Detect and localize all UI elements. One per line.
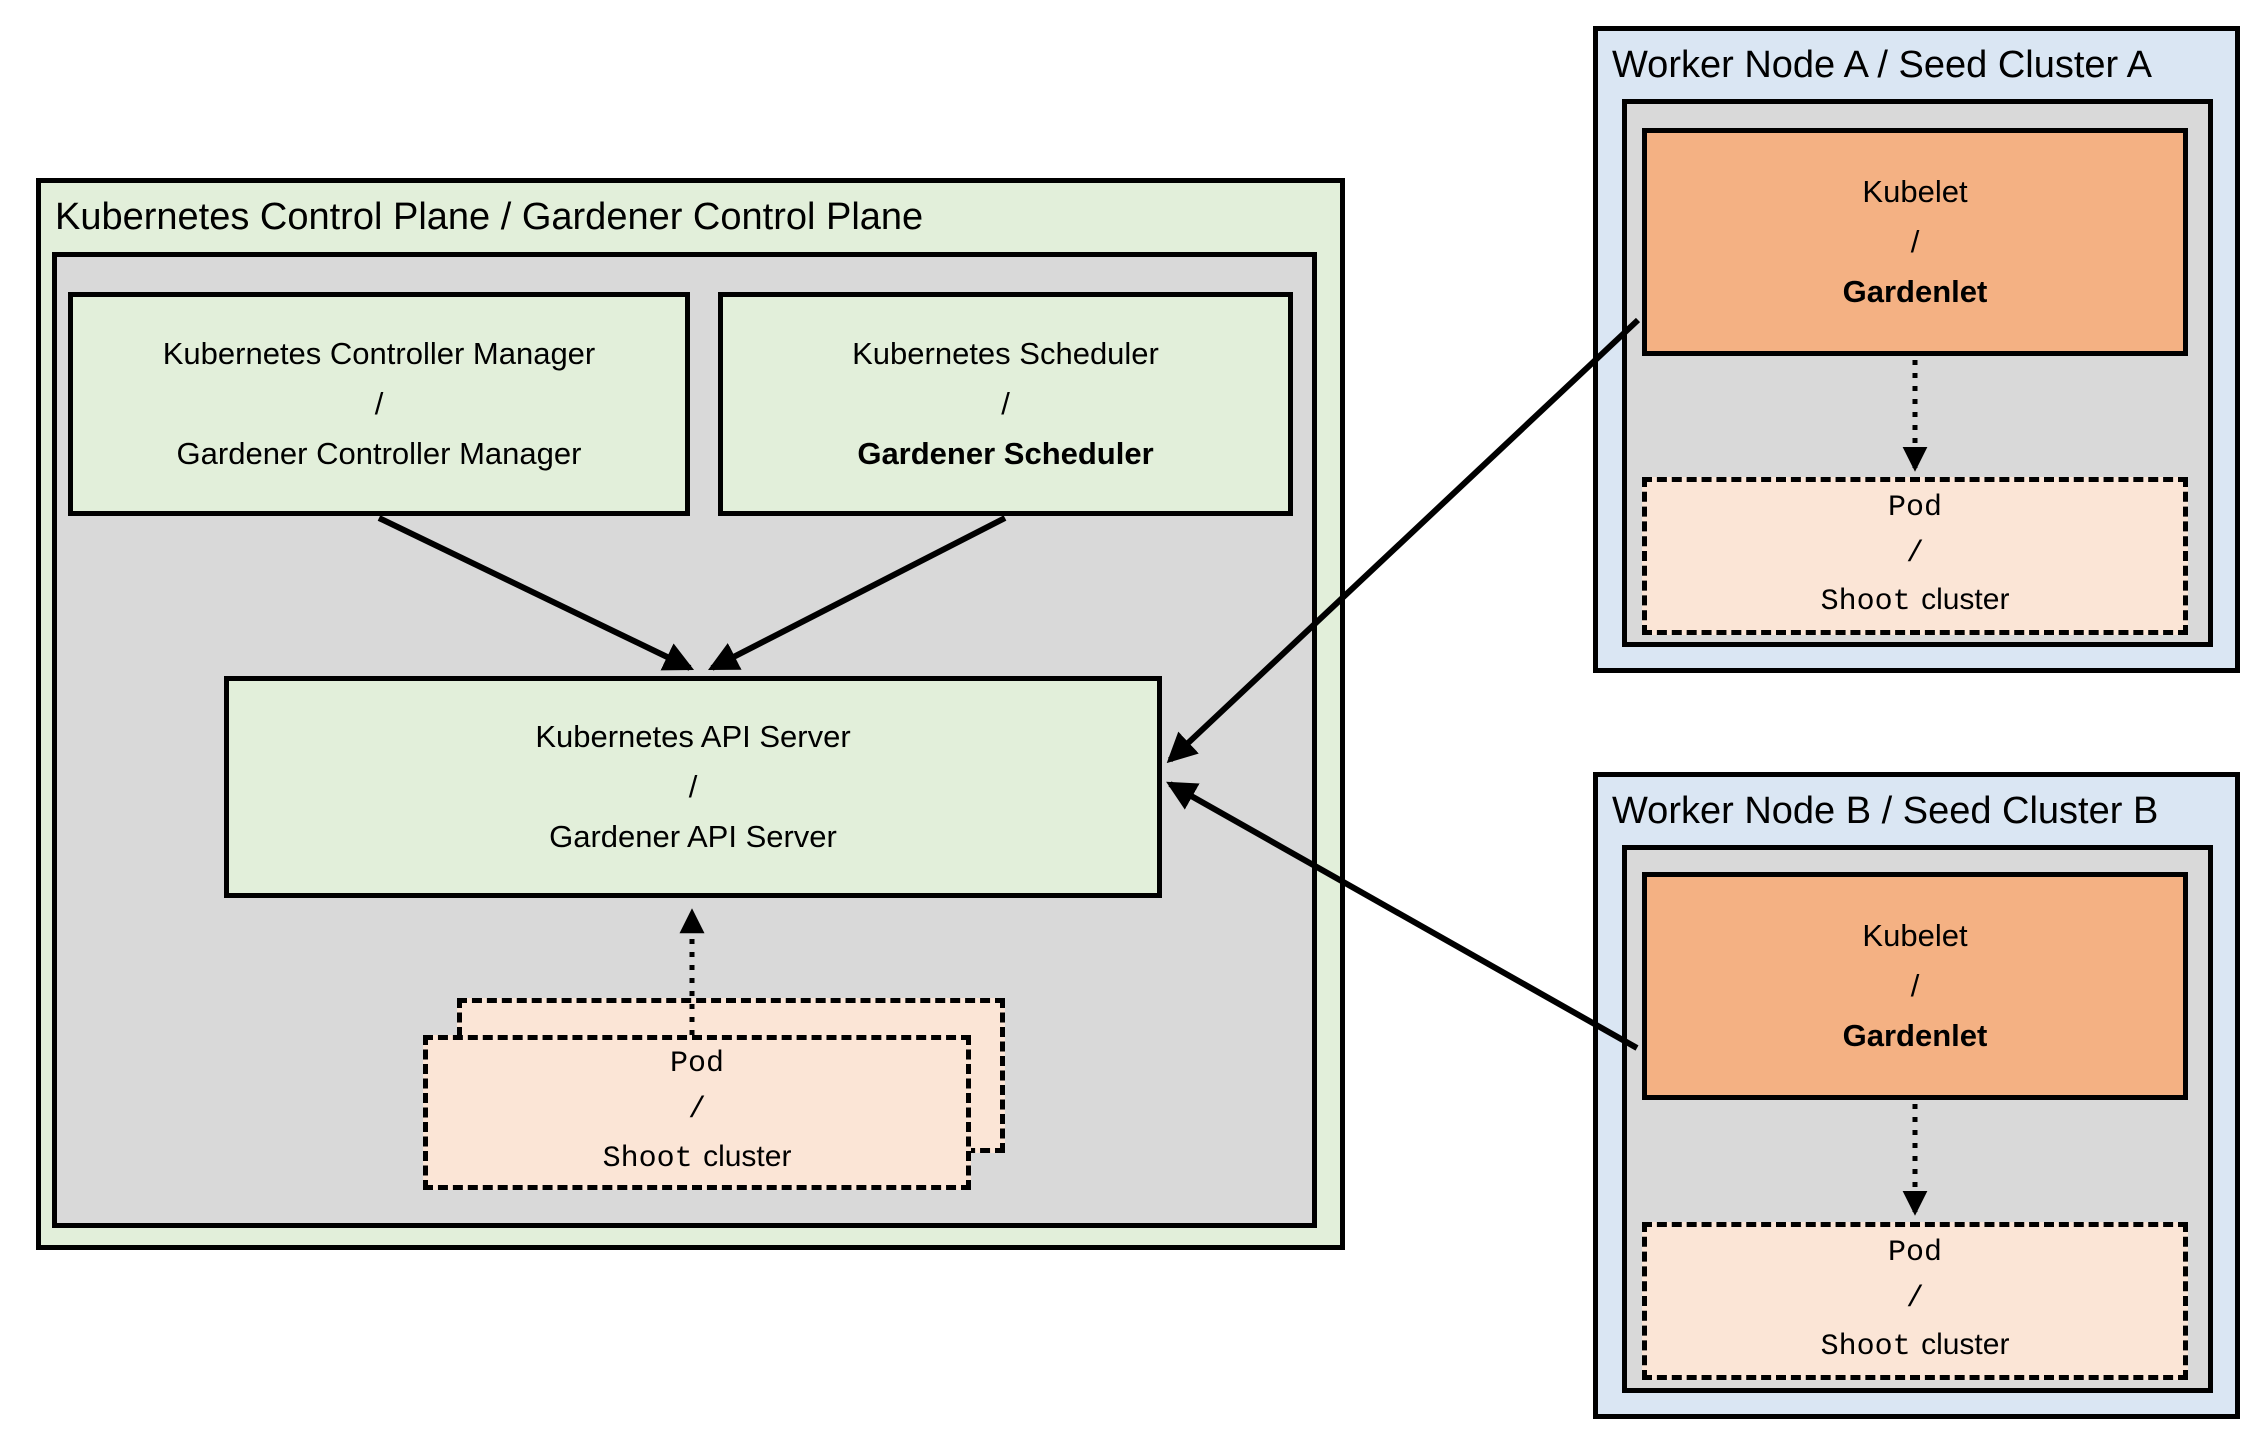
pod-b-line2-shoot: Shoot	[1820, 1330, 1911, 1365]
worker-node-b-title: Worker Node B / Seed Cluster B	[1612, 790, 2159, 832]
control-plane-inner-box: Kubernetes Controller Manager / Gardener…	[52, 252, 1317, 1228]
scheduler-box: Kubernetes Scheduler / Gardener Schedule…	[718, 292, 1293, 516]
pod-b-line2-cluster: cluster	[1921, 1328, 2010, 1362]
api-server-line1: Kubernetes API Server	[535, 718, 851, 754]
controller-manager-line1: Kubernetes Controller Manager	[162, 335, 596, 371]
pod-b-line1: Pod	[1887, 1235, 1942, 1270]
control-plane-title: Kubernetes Control Plane / Gardener Cont…	[55, 196, 924, 238]
worker-node-a-inner-box: Kubelet / Gardenlet Pod / Shoot cluster	[1622, 99, 2213, 647]
controller-manager-line2: Gardener Controller Manager	[176, 436, 582, 472]
pod-line2-cluster: cluster	[703, 1139, 792, 1173]
kubelet-a-line1: Kubelet	[1862, 173, 1968, 209]
kubelet-a-line2: Gardenlet	[1842, 274, 1988, 310]
pod-shoot-a-box: Pod / Shoot cluster	[1642, 477, 2188, 635]
pod-b-line2: Shoot cluster	[1821, 1322, 2010, 1371]
api-server-separator: /	[688, 768, 698, 804]
controller-manager-separator: /	[374, 385, 384, 421]
scheduler-line1: Kubernetes Scheduler	[852, 335, 1159, 371]
api-server-box: Kubernetes API Server / Gardener API Ser…	[224, 676, 1162, 898]
scheduler-separator: /	[1001, 385, 1010, 421]
kubelet-b-line2: Gardenlet	[1842, 1018, 1988, 1054]
pod-b-separator: /	[1905, 1281, 1924, 1316]
kubelet-b-separator: /	[1910, 967, 1920, 1003]
kubelet-b-box: Kubelet / Gardenlet	[1642, 872, 2188, 1100]
pod-shoot-b-box: Pod / Shoot cluster	[1642, 1222, 2188, 1380]
pod-line2-shoot: Shoot	[602, 1141, 693, 1176]
pod-separator: /	[687, 1093, 706, 1128]
kubelet-a-separator: /	[1910, 223, 1920, 259]
worker-node-a-box: Worker Node A / Seed Cluster A Kubelet /…	[1593, 26, 2240, 673]
pod-a-line1: Pod	[1887, 490, 1942, 525]
worker-node-a-title: Worker Node A / Seed Cluster A	[1612, 44, 2153, 86]
worker-node-b-inner-box: Kubelet / Gardenlet Pod / Shoot cluster	[1622, 845, 2213, 1393]
api-server-line2: Gardener API Server	[549, 819, 837, 855]
pod-shoot-box-front: Pod / Shoot cluster	[423, 1035, 971, 1190]
pod-line1: Pod	[669, 1047, 724, 1082]
pod-a-line2-cluster: cluster	[1921, 583, 2010, 617]
pod-line2: Shoot cluster	[603, 1134, 792, 1183]
pod-a-separator: /	[1905, 536, 1924, 571]
pod-a-line2-shoot: Shoot	[1820, 585, 1911, 620]
control-plane-box: Kubernetes Control Plane / Gardener Cont…	[36, 178, 1345, 1250]
kubelet-a-box: Kubelet / Gardenlet	[1642, 128, 2188, 356]
pod-a-line2: Shoot cluster	[1821, 577, 2010, 626]
controller-manager-box: Kubernetes Controller Manager / Gardener…	[68, 292, 690, 516]
scheduler-line2: Gardener Scheduler	[857, 436, 1154, 472]
worker-node-b-box: Worker Node B / Seed Cluster B Kubelet /…	[1593, 772, 2240, 1419]
kubelet-b-line1: Kubelet	[1862, 917, 1968, 953]
